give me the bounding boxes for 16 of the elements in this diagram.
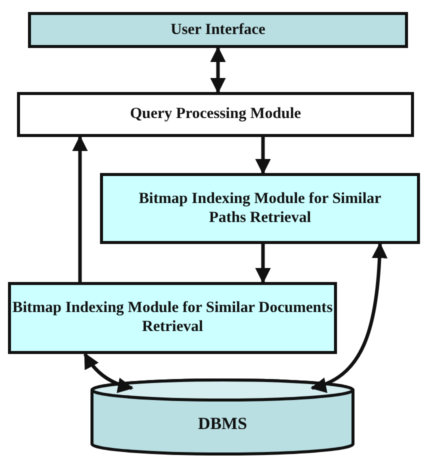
module-box <box>8 282 337 354</box>
node-label: Bitmap Indexing Module for Similar Paths Retrieval <box>138 190 382 228</box>
arrow <box>83 352 134 393</box>
node-label: User Interface <box>170 20 266 40</box>
node-label: DBMS <box>198 414 248 434</box>
arrow <box>255 244 271 284</box>
arrow <box>255 137 271 175</box>
arrow <box>72 135 88 282</box>
arrow <box>310 242 388 392</box>
node-label: Query Processing Module <box>130 105 302 124</box>
arrow <box>210 46 226 94</box>
module-box <box>100 173 420 244</box>
node-label: Bitmap Indexing Module for Similar Documents Retrieval <box>11 299 334 337</box>
database-cylinder <box>90 378 355 456</box>
interface-box <box>28 12 408 48</box>
process-box <box>17 92 414 137</box>
